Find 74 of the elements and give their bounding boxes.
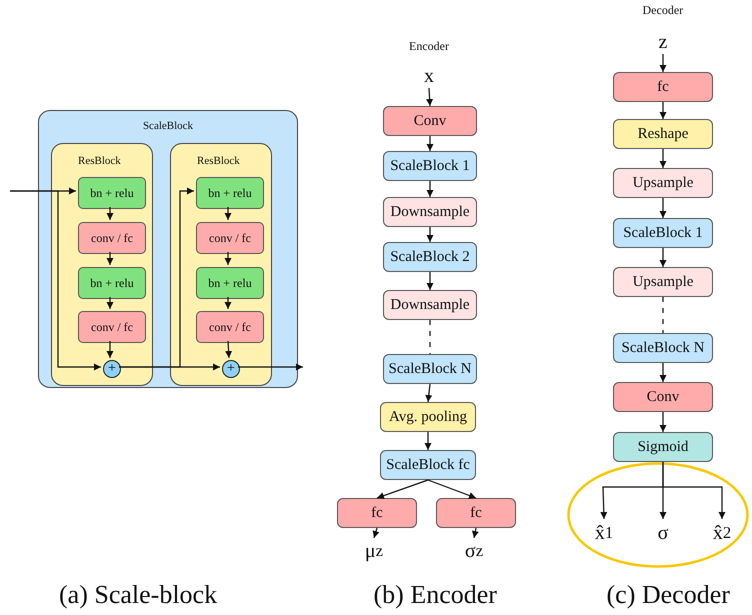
arrow	[119, 364, 220, 370]
process-box: fc	[613, 72, 713, 102]
process-box: Reshape	[613, 119, 713, 149]
arrow	[106, 297, 114, 309]
process-box: Avg. pooling	[380, 402, 476, 432]
arrow	[372, 528, 380, 538]
arrow	[660, 149, 666, 168]
process-box: ScaleBlock N	[383, 354, 477, 384]
arrow	[660, 363, 666, 382]
group-title: ResBlock	[197, 155, 240, 167]
arrow	[426, 88, 434, 106]
process-box: Sigmoid	[613, 432, 713, 462]
arrow	[662, 462, 726, 519]
sum-node: +	[103, 360, 121, 378]
process-box: bn + relu	[78, 177, 146, 209]
process-box: bn + relu	[78, 267, 146, 299]
process-box: conv / fc	[196, 311, 264, 343]
group-title: ScaleBlock	[142, 120, 194, 132]
process-box: Upsample	[613, 168, 713, 198]
process-box: Downsample	[383, 197, 477, 227]
section-title: Decoder	[642, 2, 684, 18]
process-box: fc	[436, 498, 516, 528]
sum-node: +	[222, 360, 240, 378]
dashed-line	[429, 320, 431, 354]
process-box: ScaleBlock 2	[383, 242, 477, 272]
arrow	[660, 412, 666, 432]
process-box: fc	[337, 498, 417, 528]
arrow	[426, 136, 434, 151]
arrow	[106, 252, 114, 265]
process-box: conv / fc	[78, 311, 146, 343]
process-box: ScaleBlock fc	[380, 450, 476, 480]
caption: (c) Decoder	[606, 580, 730, 610]
arrow	[660, 54, 666, 72]
dashed-line	[662, 297, 664, 333]
arrow	[106, 207, 114, 220]
process-box: conv / fc	[78, 222, 146, 254]
arrow	[224, 252, 232, 265]
process-box: bn + relu	[196, 177, 264, 209]
caption: (b) Encoder	[374, 580, 497, 610]
arrow	[10, 190, 101, 370]
arrow	[238, 364, 303, 370]
arrow	[376, 479, 428, 499]
group-box	[170, 143, 272, 386]
arrow	[424, 432, 432, 450]
arrow	[425, 384, 432, 402]
arrow	[660, 248, 666, 267]
variable-label: σ	[650, 519, 676, 547]
group-title: ResBlock	[78, 155, 121, 167]
arrow	[472, 528, 479, 538]
arrow	[428, 479, 476, 499]
arrow	[660, 198, 666, 218]
process-box: ScaleBlock 1	[613, 218, 713, 248]
section-title: Encoder	[409, 38, 449, 54]
arrow	[660, 102, 666, 119]
process-box: Upsample	[613, 267, 713, 297]
arrow	[426, 181, 434, 197]
process-box: ScaleBlock N	[613, 333, 713, 363]
arrow	[224, 297, 232, 309]
arrow	[225, 340, 232, 358]
group-box	[38, 110, 298, 388]
caption: (a) Scale-block	[59, 580, 218, 610]
variable-label: x	[418, 64, 440, 88]
arrow	[426, 227, 434, 242]
process-box: Conv	[383, 106, 477, 136]
arrow	[224, 207, 232, 220]
process-box: Conv	[613, 382, 713, 412]
group-box	[51, 143, 153, 386]
arrow	[106, 341, 114, 358]
process-box: conv / fc	[196, 222, 264, 254]
process-box: bn + relu	[196, 267, 264, 299]
process-box: Downsample	[383, 290, 477, 320]
arrow	[426, 272, 434, 290]
process-box: ScaleBlock 1	[383, 151, 477, 181]
variable-label: z	[652, 30, 674, 54]
